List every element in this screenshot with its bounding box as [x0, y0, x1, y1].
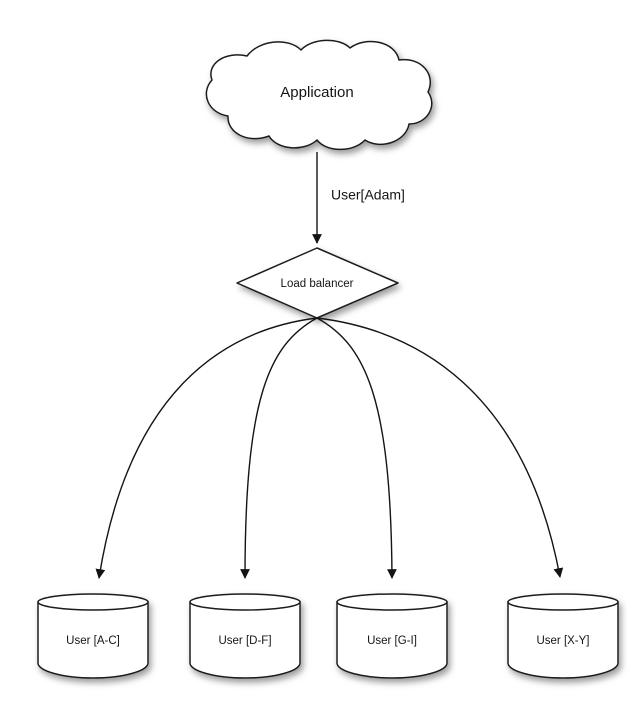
edge-label-user-adam: User[Adam]	[331, 187, 405, 203]
edge-to-db-4	[316, 317, 564, 578]
database-3-top	[336, 593, 448, 611]
database-1-label: User [A-C]	[66, 635, 120, 647]
edge-to-db-3	[316, 317, 397, 579]
load-balancer-label: Load balancer	[281, 278, 354, 290]
application-label: Application	[280, 84, 353, 101]
database-3-body	[336, 601, 448, 679]
cloud-shape	[205, 39, 433, 151]
edge-app-to-balancer: User[Adam]	[312, 152, 405, 244]
edges-balancer-to-databases	[95, 317, 564, 579]
database-2-top	[189, 593, 301, 611]
edge-to-db-2	[240, 317, 318, 579]
node-database-2[interactable]: User [D-F]	[189, 593, 301, 679]
node-load-balancer[interactable]: Load balancer	[236, 247, 399, 319]
database-4-label: User [X-Y]	[536, 635, 589, 647]
node-application[interactable]: Application	[205, 39, 433, 151]
database-2-label: User [D-F]	[218, 635, 271, 647]
node-database-1[interactable]: User [A-C]	[37, 593, 149, 679]
database-4-body	[507, 601, 619, 679]
database-3-label: User [G-I]	[367, 635, 417, 647]
database-1-body	[37, 601, 149, 679]
database-2-body	[189, 601, 301, 679]
edge-to-db-1	[95, 317, 318, 579]
database-1-top	[37, 593, 149, 611]
node-database-4[interactable]: User [X-Y]	[507, 593, 619, 679]
database-4-top	[507, 593, 619, 611]
node-database-3[interactable]: User [G-I]	[336, 593, 448, 679]
